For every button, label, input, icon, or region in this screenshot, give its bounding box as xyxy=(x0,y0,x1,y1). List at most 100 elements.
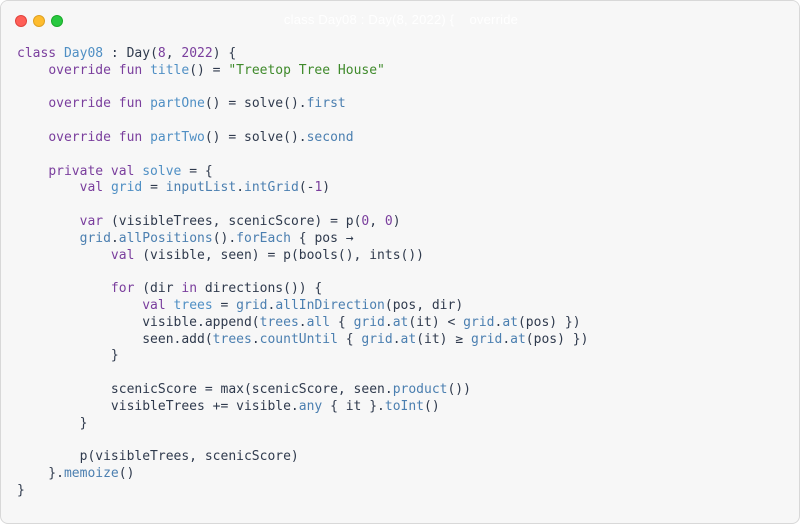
code-token: grid xyxy=(361,331,393,347)
code-token: at xyxy=(392,314,409,330)
code-line: } xyxy=(17,348,588,365)
code-token: { xyxy=(330,314,354,330)
code-token: all xyxy=(306,314,331,330)
code-token: () = solve(). xyxy=(204,96,307,112)
code-token: grid xyxy=(110,180,143,196)
code-token: countUntil xyxy=(259,331,338,347)
code-line xyxy=(17,365,588,382)
code-token xyxy=(17,214,80,229)
code-token xyxy=(17,130,48,145)
code-token: . xyxy=(267,297,276,313)
code-token: at xyxy=(400,331,417,347)
code-token: trees xyxy=(212,331,252,347)
code-line xyxy=(17,264,588,281)
code-line: p(visibleTrees, scenicScore) xyxy=(17,449,588,466)
code-token: seen.add( xyxy=(17,331,213,347)
code-token: for xyxy=(110,281,143,297)
code-token: (it) < xyxy=(408,314,464,330)
maximize-window-button[interactable] xyxy=(51,15,63,27)
code-token: allInDirection xyxy=(275,297,385,313)
code-token: directions()) { xyxy=(204,281,323,297)
code-token: override fun xyxy=(48,129,151,145)
code-token: . xyxy=(251,331,260,347)
code-token: . xyxy=(494,314,503,330)
code-token: (pos) }) xyxy=(517,314,581,330)
code-line: override fun title() = "Treetop Tree Hou… xyxy=(17,63,588,80)
code-token: visible.append( xyxy=(17,314,260,330)
code-line: class Day08 : Day(8, 2022) { xyxy=(17,46,588,63)
code-token: scenicScore = max(scenicScore, seen. xyxy=(17,381,393,397)
code-token: () = xyxy=(189,62,229,78)
code-token: grid xyxy=(79,230,111,246)
minimize-window-button[interactable] xyxy=(33,15,45,27)
code-token: . xyxy=(236,180,245,196)
code-token: (dir xyxy=(142,281,182,297)
code-token xyxy=(17,231,80,246)
close-window-button[interactable] xyxy=(15,15,27,27)
code-line: scenicScore = max(scenicScore, seen.prod… xyxy=(17,382,588,399)
code-token: { it }. xyxy=(322,398,385,414)
code-line: visible.append(trees.all { grid.at(it) <… xyxy=(17,315,588,332)
code-token xyxy=(17,248,111,263)
code-token: (visibleTrees, scenicScore) = p( xyxy=(110,213,362,229)
code-line: override fun partOne() = solve().first xyxy=(17,96,588,113)
code-token: . xyxy=(384,314,393,330)
code-token: { pos → xyxy=(290,230,354,246)
code-token: (pos, dir) xyxy=(384,297,464,313)
code-token: val xyxy=(110,247,143,263)
code-token: at xyxy=(510,331,526,347)
code-token: trees xyxy=(173,297,213,313)
code-token: title xyxy=(150,62,190,78)
code-token: val xyxy=(142,297,174,313)
code-token: = xyxy=(212,297,237,313)
code-line: val trees = grid.allInDirection(pos, dir… xyxy=(17,298,588,315)
code-line: for (dir in directions()) { xyxy=(17,281,588,298)
code-token xyxy=(17,281,111,296)
code-token: solve xyxy=(142,163,182,179)
code-token: p(visibleTrees, scenicScore) xyxy=(17,449,299,465)
code-token: }. xyxy=(17,465,64,481)
code-token: allPositions xyxy=(118,230,213,246)
code-token: grid xyxy=(463,314,495,330)
code-token: ()) xyxy=(447,381,471,397)
code-token: trees xyxy=(259,314,299,330)
code-token: partTwo xyxy=(150,129,205,145)
code-token: grid xyxy=(471,331,503,347)
code-token: (visible, seen) = p(bools(), ints()) xyxy=(142,247,424,263)
code-token: forEach xyxy=(236,230,291,246)
code-line: private val solve = { xyxy=(17,164,588,181)
code-editor: class Day08 : Day(8, 2022) { override fu… xyxy=(17,46,588,500)
code-token: } xyxy=(17,415,88,431)
code-line: val grid = inputList.intGrid(-1) xyxy=(17,180,588,197)
code-token: ) xyxy=(392,213,401,229)
code-token: Day08 xyxy=(63,46,104,61)
code-token: 1 xyxy=(314,180,323,196)
code-token: memoize xyxy=(63,465,119,481)
code-line xyxy=(17,113,588,130)
code-token: { xyxy=(337,331,362,347)
code-line xyxy=(17,197,588,214)
code-line xyxy=(17,147,588,164)
code-token: . xyxy=(298,314,307,330)
code-token: () xyxy=(424,398,440,414)
code-token: class xyxy=(17,46,64,61)
code-token: in xyxy=(181,281,205,297)
window-title: class Day08 : Day(8, 2022) { override xyxy=(283,12,519,27)
code-line: } xyxy=(17,416,588,433)
code-token: first xyxy=(306,96,346,112)
code-line: } xyxy=(17,483,588,500)
code-token: 0 xyxy=(384,213,393,229)
code-token: partOne xyxy=(150,96,205,112)
code-line: grid.allPositions().forEach { pos → xyxy=(17,231,588,248)
window-titlebar: class Day08 : Day(8, 2022) { override xyxy=(1,1,799,41)
code-token: . xyxy=(110,230,119,246)
code-line: visibleTrees += visible.any { it }.toInt… xyxy=(17,399,588,416)
code-token: 0 xyxy=(361,213,370,229)
code-token: var xyxy=(79,213,111,229)
code-line xyxy=(17,80,588,97)
code-token: } xyxy=(17,482,25,498)
code-token xyxy=(17,180,80,195)
code-token: . xyxy=(502,331,511,347)
code-token: inputList xyxy=(165,180,237,196)
